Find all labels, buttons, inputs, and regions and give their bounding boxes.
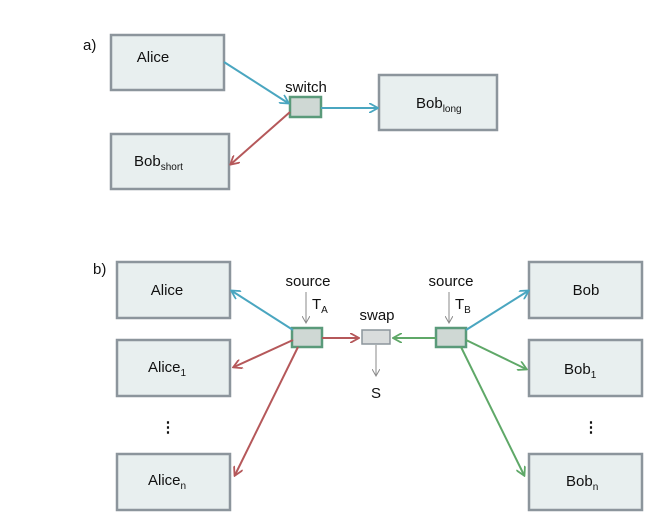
arrow-sourceA-to-alice1 bbox=[234, 339, 294, 367]
arrow-switch-to-bobshort bbox=[231, 111, 291, 164]
bob-short-label: Bobshort bbox=[134, 153, 183, 173]
ta-label: TA bbox=[312, 296, 328, 316]
bobn-label: Bobn bbox=[566, 473, 598, 493]
bob-ellipsis: ⋮ bbox=[584, 419, 599, 436]
panel-b-label: b) bbox=[93, 261, 106, 278]
switch-node bbox=[288, 95, 323, 119]
arrow-sourceB-to-bobn bbox=[460, 346, 524, 475]
alice-box-a: Alice bbox=[109, 33, 226, 92]
alice-b-label: Alice bbox=[151, 282, 184, 299]
alicen-label: Alicen bbox=[148, 472, 186, 492]
bob1-label: Bob1 bbox=[564, 361, 597, 381]
alice-a-label: Alice bbox=[137, 49, 170, 66]
bob-long-label: Boblong bbox=[416, 95, 462, 115]
alice-ellipsis: ⋮ bbox=[161, 419, 176, 436]
alice1-label: Alice1 bbox=[148, 359, 187, 379]
bobn-box: Bobn bbox=[527, 452, 644, 512]
bob-short-box: Bobshort bbox=[109, 132, 231, 191]
arrow-sourceA-to-alicen bbox=[235, 346, 299, 475]
source-left-node bbox=[290, 326, 324, 349]
tb-label: TB bbox=[455, 296, 471, 316]
switch-label: switch bbox=[285, 79, 327, 96]
alice-box-b: Alice bbox=[115, 260, 232, 320]
bob-long-box: Boblong bbox=[377, 73, 499, 132]
arrow-sourceB-to-bob bbox=[465, 291, 528, 331]
arrow-sourceB-to-bob1 bbox=[465, 339, 526, 369]
swap-label: swap bbox=[359, 307, 394, 324]
panel-a-label: a) bbox=[83, 37, 96, 54]
s-label: S bbox=[371, 385, 381, 402]
bob-box-b: Bob bbox=[527, 260, 644, 320]
alice1-box: Alice1 bbox=[115, 338, 232, 398]
arrow-sourceA-to-alice bbox=[232, 291, 294, 331]
swap-node bbox=[361, 329, 391, 345]
source-left-label: source bbox=[285, 273, 330, 290]
alicen-box: Alicen bbox=[115, 452, 232, 512]
source-right-node bbox=[434, 326, 468, 349]
arrow-alice-to-switch bbox=[223, 61, 288, 103]
source-right-label: source bbox=[428, 273, 473, 290]
bob-b-label: Bob bbox=[573, 282, 600, 299]
bob1-box: Bob1 bbox=[527, 338, 644, 398]
